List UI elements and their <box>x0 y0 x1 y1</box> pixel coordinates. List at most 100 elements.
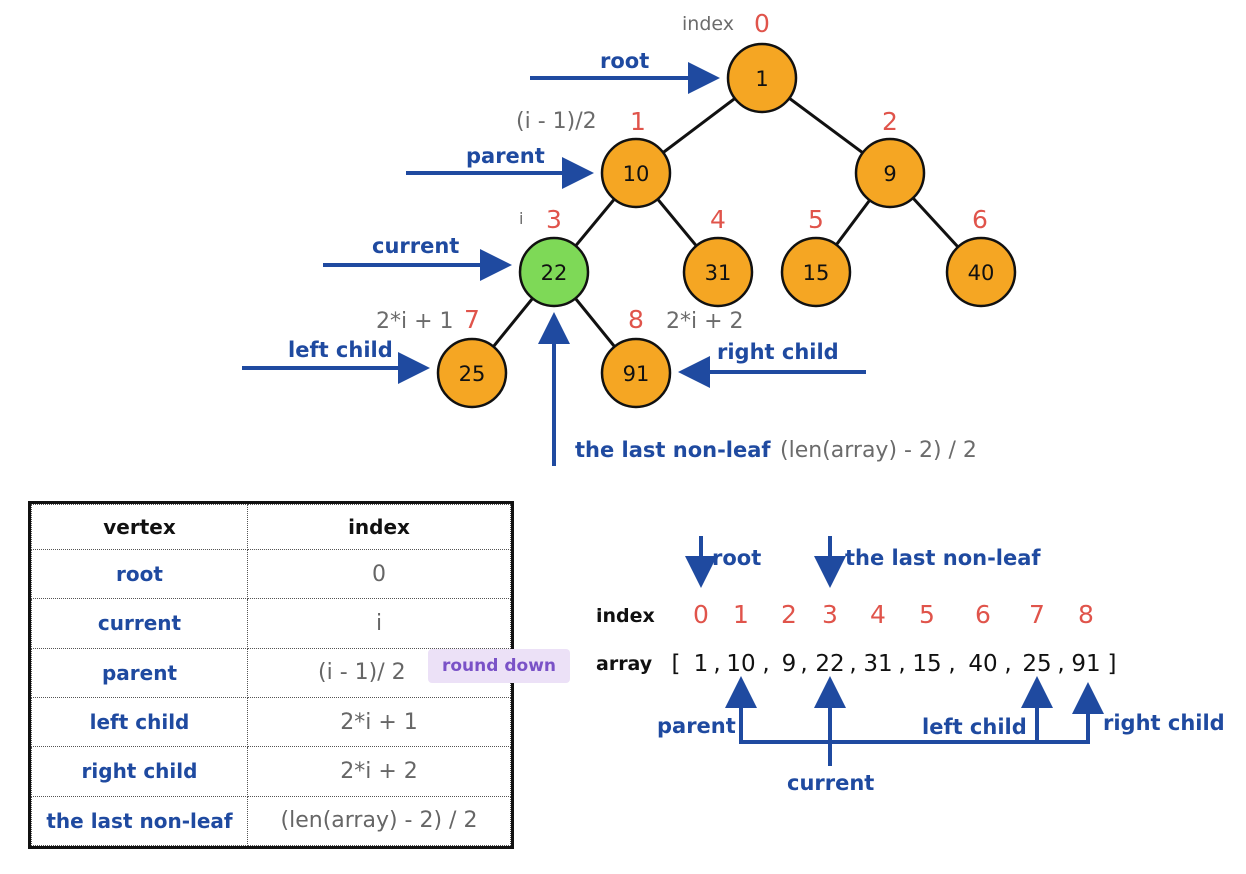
node-index-3: 3 <box>546 205 562 234</box>
node-value: 25 <box>459 362 486 386</box>
i-mark: i <box>519 209 523 228</box>
tree-nodes: 1 10 9 22 31 15 40 25 <box>436 42 1017 409</box>
node-circle-current <box>518 236 590 308</box>
column-header-index: index <box>247 504 511 550</box>
array-value: 22 <box>815 651 844 677</box>
node-value: 15 <box>803 261 830 285</box>
column-header-vertex: vertex <box>31 504 248 550</box>
array-value: 9 <box>782 651 797 677</box>
array-relations <box>725 676 1104 766</box>
left-child-label: left child <box>288 338 393 362</box>
array-index: 3 <box>822 600 838 629</box>
vertex-cell: root <box>31 548 248 600</box>
array-index: 1 <box>733 600 749 629</box>
node-index-2: 2 <box>882 107 898 136</box>
array-index: 4 <box>870 600 886 629</box>
index-cell: 2*i + 2 <box>247 746 511 797</box>
node-circle <box>436 337 508 409</box>
array-value: 10 <box>726 651 755 677</box>
array-left-child-label: left child <box>922 715 1027 739</box>
root-label: root <box>600 49 649 73</box>
right-child-formula: 2*i + 2 <box>666 309 744 334</box>
tree-pointers: root parent current left child right chi… <box>242 49 977 466</box>
node-circle <box>854 137 926 209</box>
array-right-child-label: right child <box>1103 711 1225 735</box>
node-index-7: 7 <box>464 305 480 334</box>
array-close-bracket: ] <box>1108 651 1117 677</box>
tree-node-2: 9 <box>854 137 926 209</box>
node-index-6: 6 <box>972 205 988 234</box>
parent-label: parent <box>466 144 545 168</box>
node-value: 31 <box>705 261 732 285</box>
index-cell: i <box>247 598 511 649</box>
index-cell: 0 <box>247 548 511 600</box>
array-value: 40 <box>968 651 997 677</box>
array-index-label: index <box>596 605 655 627</box>
index-cell: (len(array) - 2) / 2 <box>247 795 511 847</box>
vertex-cell: parent <box>31 647 248 698</box>
tree-node-5: 15 <box>780 236 852 308</box>
array-index-row: 0 1 2 3 4 5 6 7 8 <box>693 600 1094 629</box>
array-parent-label: parent <box>657 714 736 738</box>
vertex-cell: current <box>31 598 248 649</box>
array-separator: , <box>800 651 807 677</box>
array-value: 91 <box>1071 651 1100 677</box>
tree-node-0: 1 <box>726 42 798 114</box>
node-value: 40 <box>968 261 995 285</box>
tree-node-4: 31 <box>682 236 754 308</box>
node-index-0: 0 <box>754 9 770 38</box>
node-circle <box>945 236 1017 308</box>
node-circle <box>726 42 798 114</box>
table-row: left child 2*i + 1 <box>31 696 511 748</box>
vertex-cell: right child <box>31 746 248 797</box>
array-separator: , <box>849 651 856 677</box>
parent-formula: (i - 1)/2 <box>516 109 597 134</box>
array-index: 5 <box>919 600 935 629</box>
node-value: 9 <box>883 162 896 186</box>
node-circle <box>682 236 754 308</box>
array-root-label: root <box>712 546 761 570</box>
array-separator: , <box>1057 651 1064 677</box>
array-value: 1 <box>694 651 709 677</box>
node-index-5: 5 <box>808 205 824 234</box>
table-row: right child 2*i + 2 <box>31 746 511 797</box>
tree-index-labels: index 0 1 2 3 4 5 6 7 8 (i - 1)/2 i 2*i … <box>376 9 988 334</box>
table-row: root 0 <box>31 548 511 600</box>
node-index-8: 8 <box>628 305 644 334</box>
array-index: 6 <box>975 600 991 629</box>
array-index: 8 <box>1078 600 1094 629</box>
last-nonleaf-label: the last non-leaf <box>575 438 771 462</box>
node-value: 1 <box>755 67 768 91</box>
array-value: 25 <box>1022 651 1051 677</box>
current-label: current <box>372 234 459 258</box>
array-current-label: current <box>787 771 874 795</box>
node-index-4: 4 <box>710 205 726 234</box>
tree-node-1: 10 <box>600 137 672 209</box>
array-open-bracket: [ <box>672 651 681 677</box>
tree-node-6: 40 <box>945 236 1017 308</box>
node-value: 91 <box>623 362 650 386</box>
array-separator: , <box>1004 651 1011 677</box>
array-value: 15 <box>912 651 941 677</box>
array-separator: , <box>948 651 955 677</box>
array-value: 31 <box>863 651 892 677</box>
array-separator: , <box>762 651 769 677</box>
tree-node-8: 91 <box>600 337 672 409</box>
array-index: 2 <box>781 600 797 629</box>
array-index: 0 <box>693 600 709 629</box>
array-index: 7 <box>1029 600 1045 629</box>
last-nonleaf-formula: (len(array) - 2) / 2 <box>780 438 977 463</box>
array-separator: , <box>898 651 905 677</box>
array-last-nonleaf-label: the last non-leaf <box>845 546 1041 570</box>
array-separator: , <box>713 651 720 677</box>
tree-node-7: 25 <box>436 337 508 409</box>
array-view: root the last non-leaf index array 0 1 2… <box>596 536 1225 795</box>
right-child-label: right child <box>717 340 839 364</box>
table-row: the last non-leaf (len(array) - 2) / 2 <box>31 795 511 847</box>
array-array-label: array <box>596 653 653 675</box>
vertex-cell: left child <box>31 696 248 748</box>
index-word-label: index <box>682 13 734 35</box>
index-formula-table: vertex index root 0 current i parent (i … <box>28 501 514 849</box>
node-value: 22 <box>541 261 568 285</box>
